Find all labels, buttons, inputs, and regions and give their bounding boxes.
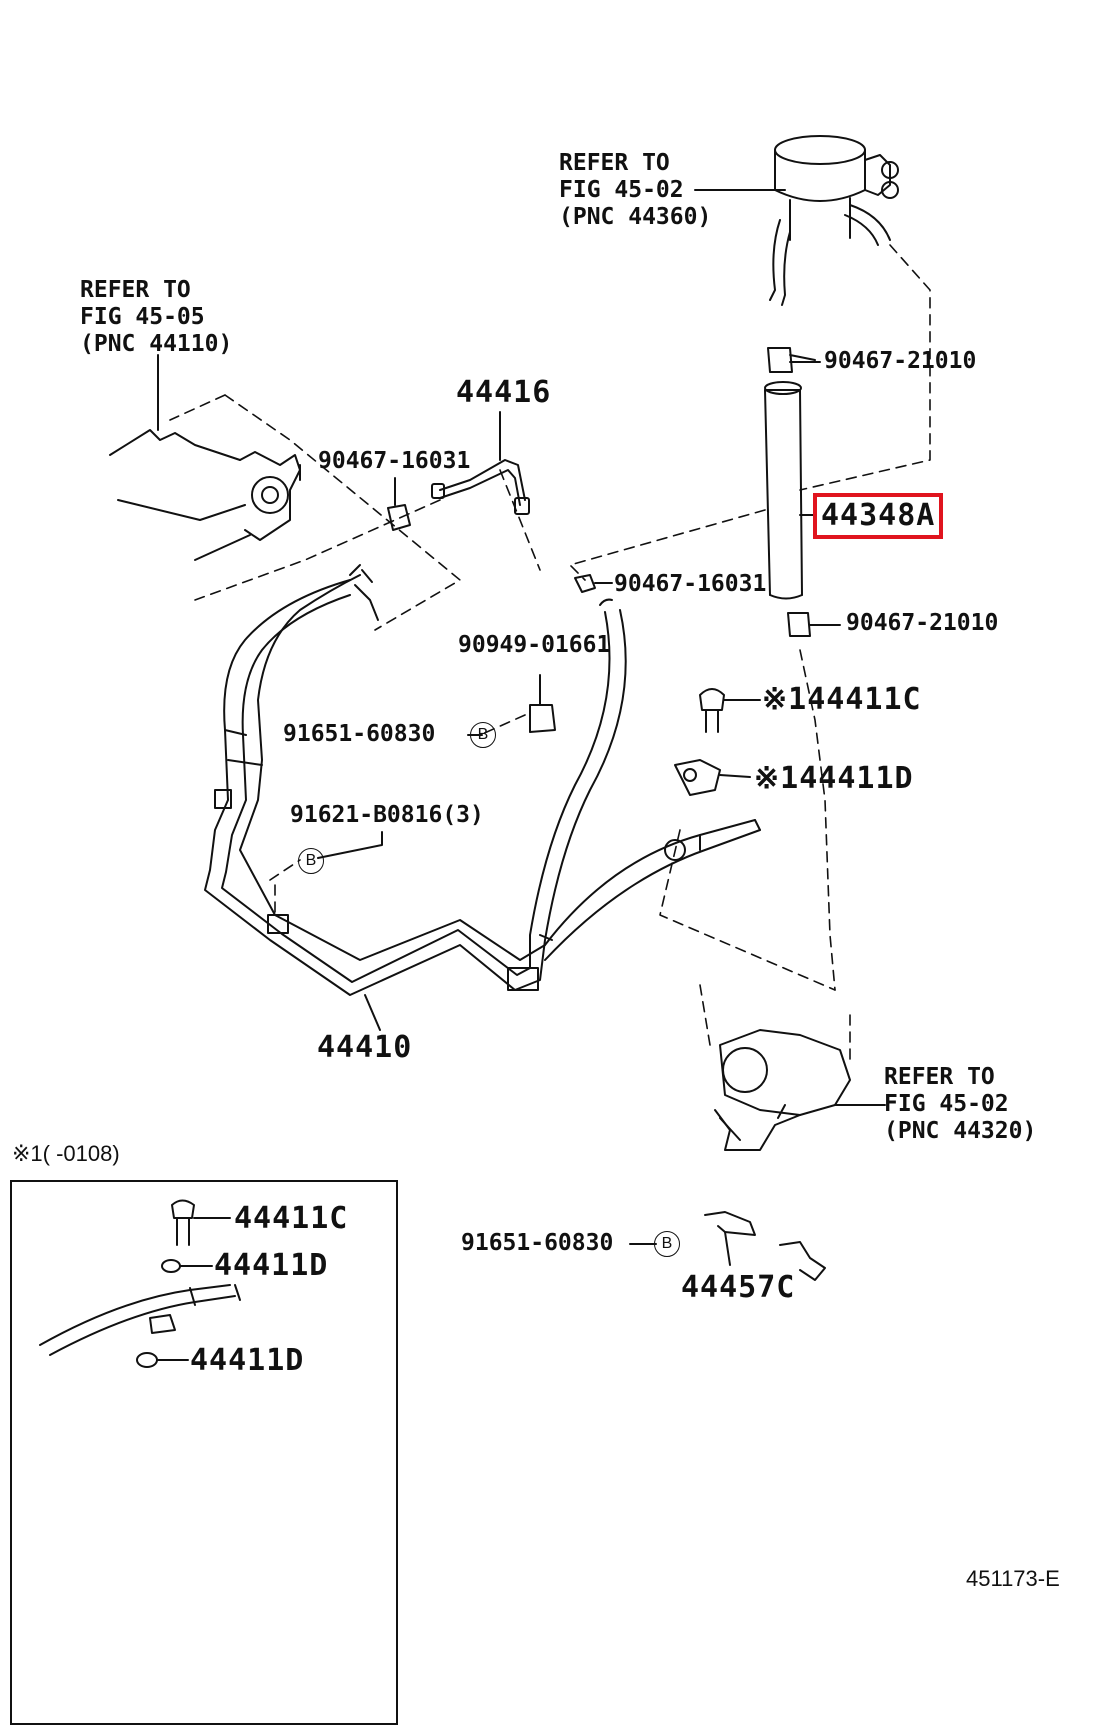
figure-code: 451173-E <box>966 1566 1060 1591</box>
clamp-90949-illustration <box>529 674 556 733</box>
clip-90467-21010-top-illustration <box>767 347 816 373</box>
part-label-90467-21010-top[interactable]: 90467-21010 <box>824 348 977 374</box>
part-label-90949-01661[interactable]: 90949-01661 <box>458 632 611 658</box>
reservoir-illustration <box>769 135 899 306</box>
part-label-144411D[interactable]: ※144411D <box>754 761 914 796</box>
part-label-91651-60830-b[interactable]: 91651-60830 <box>461 1230 614 1256</box>
refer-reservoir-line2: FIG 45-02 <box>559 177 684 203</box>
marker-b-3: B <box>654 1231 680 1257</box>
part-label-90467-16031-left[interactable]: 90467-16031 <box>318 448 471 474</box>
leader-44410 <box>364 994 381 1031</box>
steering-gear-illustration <box>109 429 301 561</box>
refer-pump-line1: REFER TO <box>884 1064 995 1090</box>
pump-illustration <box>714 1029 851 1151</box>
part-label-44416[interactable]: 44416 <box>456 375 552 410</box>
gasket-44411D-illustration <box>674 759 751 796</box>
parts-diagram-drawing <box>39 135 931 1368</box>
refer-gear-line1: REFER TO <box>80 277 191 303</box>
inset-label-44411D-top[interactable]: 44411D <box>214 1248 329 1283</box>
part-label-91651-60830-a[interactable]: 91651-60830 <box>283 721 436 747</box>
part-label-90467-16031-right[interactable]: 90467-16031 <box>614 571 767 597</box>
tube-44416-illustration <box>431 459 530 515</box>
inset-illustration <box>39 1199 241 1368</box>
dashed-guide-lines <box>169 244 931 1061</box>
refer-pump-line3: (PNC 44320) <box>884 1118 1037 1144</box>
clip-90467-16031-right-illustration <box>574 574 613 593</box>
pipe-44410-illustration <box>204 564 761 996</box>
hose-44348A-illustration <box>764 381 803 600</box>
part-label-44348A-highlighted[interactable]: 44348A <box>812 493 944 539</box>
refer-reservoir-line1: REFER TO <box>559 150 670 176</box>
part-label-44457C[interactable]: 44457C <box>681 1270 796 1305</box>
part-label-44410[interactable]: 44410 <box>317 1030 413 1065</box>
marker-b-2: B <box>298 848 324 874</box>
part-label-91621-B0816[interactable]: 91621-B0816(3) <box>290 802 484 828</box>
clip-90467-16031-left-illustration <box>387 477 411 531</box>
refer-reservoir-line3: (PNC 44360) <box>559 204 712 230</box>
bolt-44411C-illustration <box>699 688 761 733</box>
refer-gear-line2: FIG 45-05 <box>80 304 205 330</box>
marker-b-1: B <box>470 722 496 748</box>
clip-90467-21010-bottom-illustration <box>787 612 841 637</box>
bracket-44457C-illustration <box>704 1211 826 1281</box>
leader-91621 <box>317 831 383 859</box>
refer-gear-line3: (PNC 44110) <box>80 331 233 357</box>
part-label-144411C[interactable]: ※144411C <box>762 682 922 717</box>
refer-pump-line2: FIG 45-02 <box>884 1091 1009 1117</box>
inset-title: ※1( -0108) <box>12 1141 120 1166</box>
part-label-90467-21010-bottom[interactable]: 90467-21010 <box>846 610 999 636</box>
inset-label-44411D-bottom[interactable]: 44411D <box>190 1343 305 1378</box>
inset-label-44411C[interactable]: 44411C <box>234 1201 349 1236</box>
inset-box <box>10 1180 398 1725</box>
